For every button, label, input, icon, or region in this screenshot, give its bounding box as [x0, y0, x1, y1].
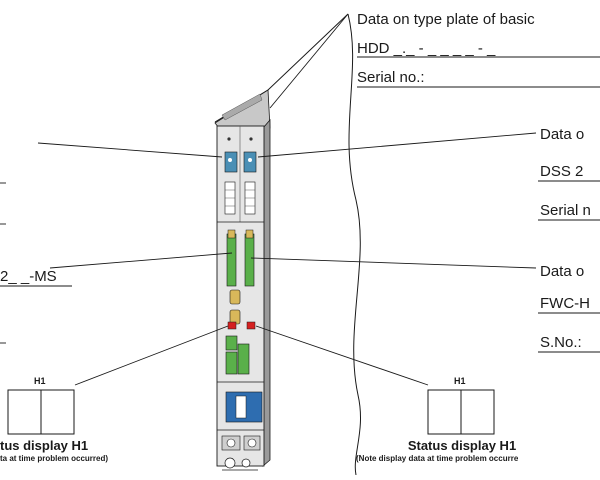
- status-box-right: [427, 389, 495, 435]
- status-right-caption: Status display H1: [407, 438, 517, 453]
- leader-mid-right: [250, 257, 537, 269]
- status-left-note: ta at time problem occurred): [0, 454, 109, 463]
- s-no: S.No.:: [540, 334, 582, 351]
- display-left: [224, 151, 238, 173]
- fwc-heading: Data o: [540, 263, 585, 280]
- cabinet-right-edge: [347, 13, 361, 476]
- status-right-box-label: H1: [454, 376, 466, 386]
- serial-no-mid: Serial n: [540, 202, 591, 219]
- status-box-left: [7, 389, 75, 435]
- connector-green-right: [244, 233, 255, 287]
- dss-code: DSS 2: [540, 163, 584, 180]
- left-code: 2_ _-MS: [0, 268, 57, 285]
- leader-mid-left: [49, 252, 233, 269]
- status-left-box-label: H1: [34, 376, 46, 386]
- led-h1-left: [227, 321, 237, 330]
- connector-subd-1: [229, 289, 241, 305]
- leader-top-left: [37, 142, 223, 158]
- plug-green-3: [225, 351, 238, 375]
- plug-green-1: [225, 335, 238, 351]
- module-top-slot: [221, 93, 263, 121]
- fwc-code: FWC-H: [540, 295, 590, 312]
- serial-no-top: Serial no.:: [357, 69, 425, 86]
- status-dot-left: [227, 137, 231, 141]
- plug-green-2: [237, 343, 250, 375]
- drive-module: [214, 89, 271, 471]
- dss-heading: Data o: [540, 126, 585, 143]
- leader-basic-unit: [269, 13, 349, 109]
- hdd-code: HDD _._ - _ _ _ _ - _: [357, 40, 496, 57]
- status-dot-right: [249, 137, 253, 141]
- connector-green-left: [226, 233, 237, 287]
- status-left-caption: tus display H1: [0, 438, 89, 453]
- status-right-note: (Note display data at time problem occur…: [356, 454, 519, 463]
- led-h1-right: [246, 321, 256, 330]
- leader-h1-right: [255, 325, 429, 386]
- leader-h1-left: [74, 325, 229, 386]
- leader-top-right: [257, 132, 537, 158]
- basic-unit-heading: Data on type plate of basic: [357, 11, 535, 28]
- cabinet-outline: [214, 13, 349, 123]
